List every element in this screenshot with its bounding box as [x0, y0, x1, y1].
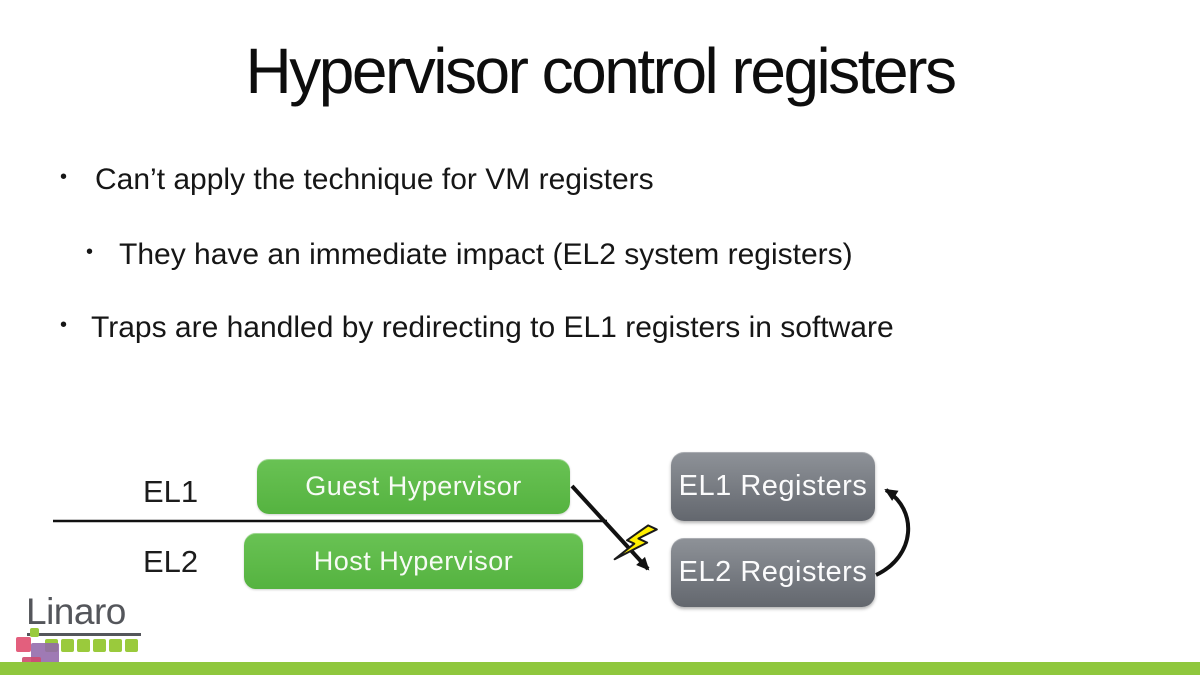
row-label-el1: EL1 [143, 474, 199, 509]
bullet-marker: • [60, 166, 68, 188]
bullet-text: They have an immediate impact (EL2 syste… [119, 238, 853, 271]
bullet-marker: • [86, 241, 94, 263]
el2-registers-label: EL2 Registers [678, 556, 868, 588]
logo-square [61, 639, 74, 652]
logo-cluster-square [16, 637, 31, 652]
bullet-text: Can’t apply the technique for VM registe… [95, 163, 654, 196]
host-hypervisor-box: Host Hypervisor [244, 533, 583, 589]
lightning-bolt-icon [613, 524, 658, 561]
logo-underline [27, 633, 141, 636]
logo-square [125, 639, 138, 652]
bullet-item-1: • Can’t apply the technique for VM regis… [60, 162, 654, 198]
el1-registers-label: EL1 Registers [678, 470, 868, 502]
logo-square [77, 639, 90, 652]
bullet-text: Traps are handled by redirecting to EL1 … [91, 311, 894, 344]
bullet-item-3: • Traps are handled by redirecting to EL… [60, 310, 894, 346]
bullet-marker: • [60, 314, 68, 336]
redirect-arrow [875, 488, 911, 577]
footer-bar [0, 662, 1200, 675]
row-label-el2: EL2 [143, 544, 199, 579]
el1-registers-box: EL1 Registers [671, 452, 875, 521]
logo-square [109, 639, 122, 652]
bullet-item-2-sub: • They have an immediate impact (EL2 sys… [86, 237, 853, 273]
logo-square [93, 639, 106, 652]
host-hypervisor-label: Host Hypervisor [313, 545, 514, 576]
trap-arrow [570, 484, 650, 571]
el2-registers-box: EL2 Registers [671, 538, 875, 607]
guest-hypervisor-label: Guest Hypervisor [305, 471, 522, 501]
slide-title: Hypervisor control registers [245, 35, 957, 107]
logo-cluster-square [30, 628, 39, 637]
linaro-wordmark: Linaro [26, 591, 126, 632]
logo-green-squares [45, 639, 138, 652]
guest-hypervisor-box: Guest Hypervisor [257, 459, 570, 514]
